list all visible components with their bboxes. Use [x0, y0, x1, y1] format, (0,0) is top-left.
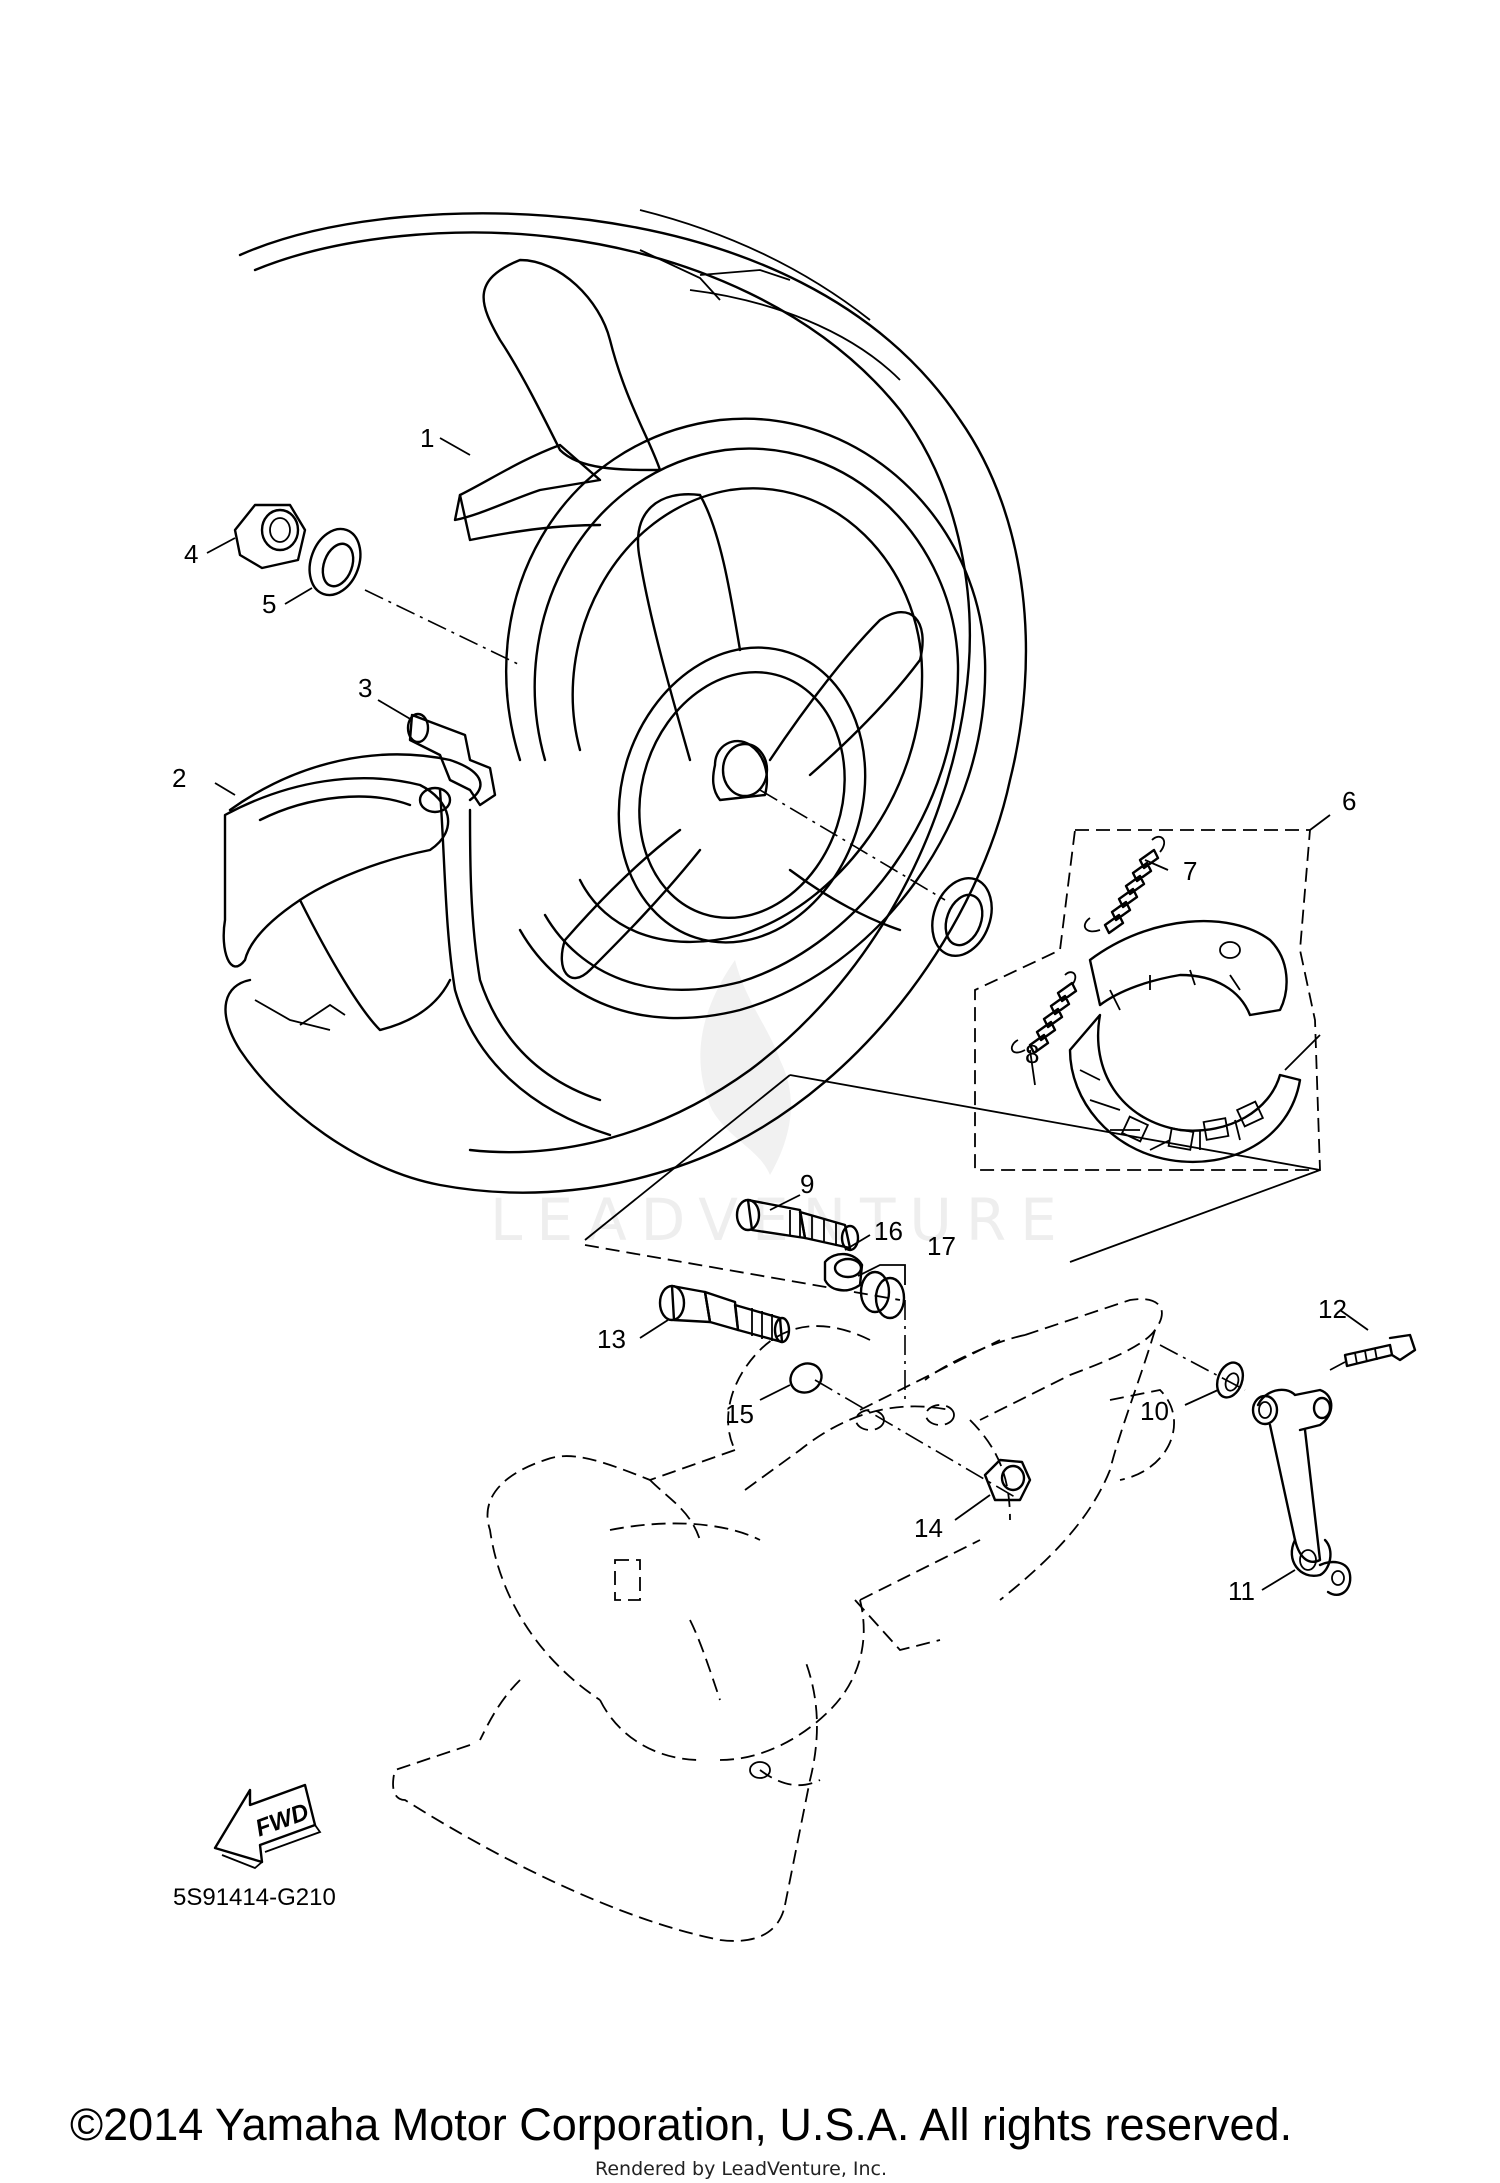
- part-17-orings: [857, 1264, 906, 1320]
- callout-4: 4: [184, 539, 198, 569]
- engine-crankcase: [392, 1298, 1175, 1942]
- watermark-text: LEADVENTURE: [490, 1186, 1071, 1254]
- arm-centerline: [1159, 1344, 1246, 1391]
- callout-7: 7: [1183, 856, 1197, 886]
- part-12-bolt: [1329, 1333, 1417, 1371]
- callout-9: 9: [800, 1169, 814, 1199]
- part-14-nut: [983, 1458, 1032, 1502]
- part-11-brake-arm: [1251, 1388, 1352, 1597]
- part-13-shaft: [658, 1284, 791, 1344]
- part-2-tube: [228, 753, 482, 814]
- part-10-washer: [1215, 1361, 1245, 1399]
- brake-shoe-kit: [974, 829, 1321, 1171]
- part-3-valve: [406, 712, 497, 807]
- callout-15: 15: [725, 1399, 754, 1429]
- copyright-text: ©2014 Yamaha Motor Corporation, U.S.A. A…: [70, 2099, 1292, 2150]
- callout-14: 14: [914, 1513, 943, 1543]
- panel-edge-bottom: [584, 1244, 901, 1301]
- rendered-by-text: Rendered by LeadVenture, Inc.: [595, 2158, 887, 2180]
- callout-10: 10: [1140, 1396, 1169, 1426]
- panel-edge-right: [1069, 1169, 1321, 1263]
- part-5-seal: [308, 527, 362, 597]
- callout-3: 3: [358, 673, 372, 703]
- leadventure-watermark: LEADVENTURE: [490, 960, 1071, 1254]
- part-4-nut: [233, 503, 307, 570]
- callouts: 1 2 3 4 5 6 7 8 9 10 11 12 13 14 15 16 1…: [172, 423, 1356, 1606]
- callout-1: 1: [420, 423, 434, 453]
- axle-centerline-b: [759, 789, 946, 901]
- callout-11: 11: [1228, 1576, 1255, 1606]
- leader-lines: [206, 437, 1369, 1591]
- part-15-oring: [789, 1362, 823, 1394]
- callout-17: 17: [927, 1231, 956, 1261]
- part-16-bushing: [823, 1252, 864, 1292]
- diagram-code: 5S91414-G210: [173, 1884, 336, 1911]
- fwd-arrow: FWD: [213, 1783, 322, 1870]
- panel-edge-top: [789, 1074, 1321, 1171]
- rear-tire: [222, 209, 1028, 1194]
- callout-5: 5: [262, 589, 276, 619]
- callout-12: 12: [1318, 1294, 1347, 1324]
- callout-13: 13: [597, 1324, 626, 1354]
- axle-centerline-a: [364, 589, 521, 666]
- callout-8: 8: [1025, 1039, 1039, 1069]
- hub-collar: [931, 877, 993, 957]
- shaft-centerline: [814, 1379, 1021, 1501]
- callout-2: 2: [172, 763, 186, 793]
- panel-edge-left: [584, 1074, 791, 1241]
- callout-6: 6: [1342, 786, 1356, 816]
- callout-16: 16: [874, 1216, 903, 1246]
